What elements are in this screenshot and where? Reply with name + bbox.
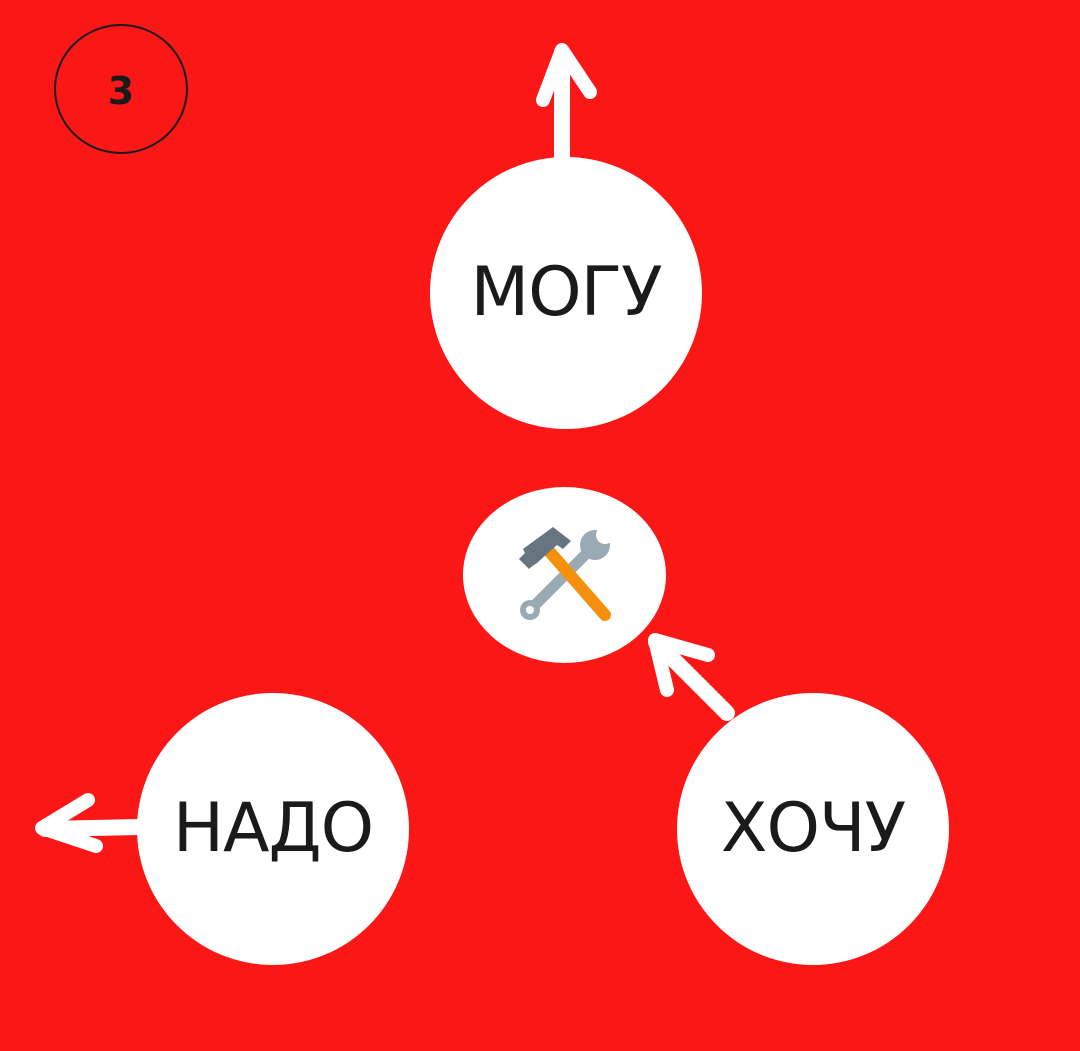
node-center bbox=[463, 487, 666, 663]
arrow-up bbox=[536, 43, 597, 168]
node-mogu: МОГУ bbox=[430, 157, 702, 429]
arrow-left bbox=[35, 793, 148, 853]
node-nado-label: НАДО bbox=[172, 789, 374, 868]
hammer-and-wrench-icon bbox=[518, 526, 614, 621]
page-number-badge: 3 bbox=[54, 24, 188, 154]
wrench-shape bbox=[519, 526, 614, 620]
node-mogu-label: МОГУ bbox=[470, 253, 662, 332]
hammer-shape bbox=[518, 527, 611, 621]
node-khochu: ХОЧУ bbox=[677, 693, 949, 965]
node-khochu-label: ХОЧУ bbox=[720, 789, 906, 868]
page-number: 3 bbox=[107, 69, 135, 113]
arrow-to-center bbox=[648, 633, 735, 721]
node-nado: НАДО bbox=[137, 693, 409, 965]
